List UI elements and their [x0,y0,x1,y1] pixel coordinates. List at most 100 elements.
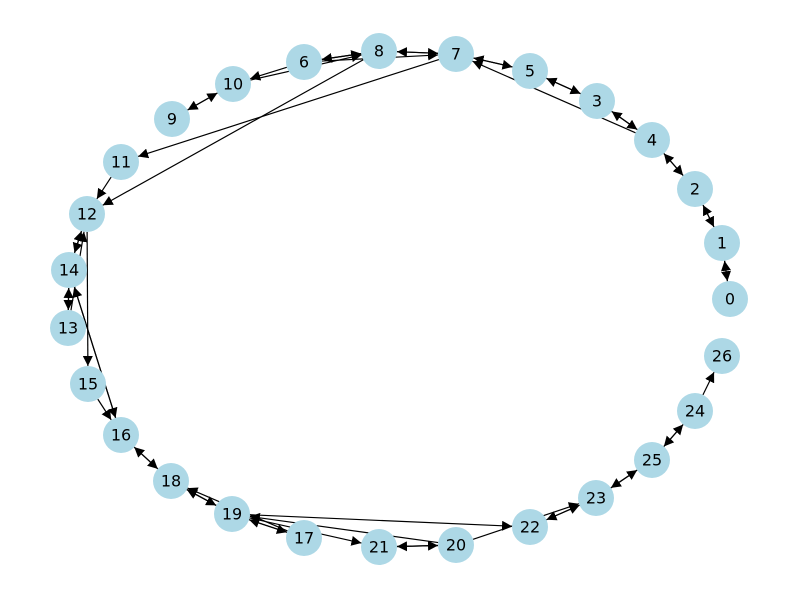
node-label: 19 [222,505,242,524]
node-circle[interactable] [512,53,548,89]
node-6[interactable]: 6 [286,44,322,80]
node-19[interactable]: 19 [214,496,250,532]
node-21[interactable]: 21 [361,529,397,565]
edge-20-to-19 [249,512,439,544]
node-7[interactable]: 7 [438,36,474,72]
node-circle[interactable] [512,509,548,545]
node-label: 9 [167,110,177,129]
node-label: 11 [111,153,131,172]
node-label: 25 [642,451,662,470]
edge-4-to-2 [663,153,684,176]
node-label: 21 [369,538,389,557]
node-24[interactable]: 24 [677,393,713,429]
edge-7-to-11 [137,58,440,159]
node-circle[interactable] [634,122,670,158]
node-label: 24 [685,402,705,421]
edge-9-to-10 [187,92,218,111]
node-circle[interactable] [361,33,397,69]
edge-6-to-10 [250,66,287,81]
node-0[interactable]: 0 [712,281,748,317]
node-label: 22 [520,518,540,537]
node-26[interactable]: 26 [704,338,740,374]
node-1[interactable]: 1 [704,225,740,261]
node-10[interactable]: 10 [215,66,251,102]
edge-11-to-12 [96,176,112,200]
node-label: 5 [525,62,535,81]
node-4[interactable]: 4 [634,122,670,158]
node-circle[interactable] [69,196,105,232]
node-circle[interactable] [634,442,670,478]
node-circle[interactable] [579,83,615,119]
node-circle[interactable] [438,527,474,563]
node-12[interactable]: 12 [69,196,105,232]
node-label: 4 [647,131,657,150]
node-14[interactable]: 14 [51,252,87,288]
edge-1-to-0 [721,260,731,282]
node-circle[interactable] [70,366,106,402]
node-label: 13 [58,319,78,338]
node-label: 6 [299,53,309,72]
node-13[interactable]: 13 [50,310,86,346]
node-label: 10 [223,75,243,94]
node-label: 23 [586,489,606,508]
node-8[interactable]: 8 [361,33,397,69]
node-label: 14 [59,261,79,280]
edge-16-to-14 [72,286,117,419]
edge-24-to-26 [702,371,715,396]
node-label: 3 [592,92,602,111]
node-label: 26 [712,347,732,366]
edge-5-to-3 [546,77,581,95]
node-circle[interactable] [103,417,139,453]
node-11[interactable]: 11 [103,144,139,180]
node-22[interactable]: 22 [512,509,548,545]
node-circle[interactable] [51,252,87,288]
node-5[interactable]: 5 [512,53,548,89]
node-circle[interactable] [704,338,740,374]
edge-19-to-18 [186,489,217,506]
edge-25-to-23 [610,469,638,489]
node-18[interactable]: 18 [153,463,189,499]
node-2[interactable]: 2 [677,171,713,207]
edge-3-to-4 [611,110,638,131]
edge-2-to-1 [702,204,715,228]
edge-15-to-16 [97,398,112,421]
node-circle[interactable] [704,225,740,261]
node-15[interactable]: 15 [70,366,106,402]
node-label: 20 [446,536,466,555]
node-9[interactable]: 9 [154,101,190,137]
node-16[interactable]: 16 [103,417,139,453]
node-23[interactable]: 23 [578,480,614,516]
node-circle[interactable] [154,101,190,137]
node-circle[interactable] [215,66,251,102]
node-circle[interactable] [214,496,250,532]
edge-14-to-12 [73,230,84,254]
node-label: 15 [78,375,98,394]
node-label: 16 [111,426,131,445]
node-circle[interactable] [50,310,86,346]
node-25[interactable]: 25 [634,442,670,478]
node-label: 17 [294,529,314,548]
node-circle[interactable] [153,463,189,499]
edge-23-to-22 [546,504,580,521]
node-circle[interactable] [677,171,713,207]
node-circle[interactable] [286,520,322,556]
node-circle[interactable] [103,144,139,180]
node-label: 18 [161,472,181,491]
node-circle[interactable] [361,529,397,565]
edge-18-to-16 [133,446,159,470]
node-label: 7 [451,45,461,64]
node-label: 12 [77,205,97,224]
node-label: 2 [690,180,700,199]
node-circle[interactable] [286,44,322,80]
node-17[interactable]: 17 [286,520,322,556]
node-label: 8 [374,42,384,61]
node-circle[interactable] [712,281,748,317]
node-circle[interactable] [677,393,713,429]
node-20[interactable]: 20 [438,527,474,563]
node-3[interactable]: 3 [579,83,615,119]
node-circle[interactable] [438,36,474,72]
edge-24-to-25 [663,424,684,447]
node-circle[interactable] [578,480,614,516]
